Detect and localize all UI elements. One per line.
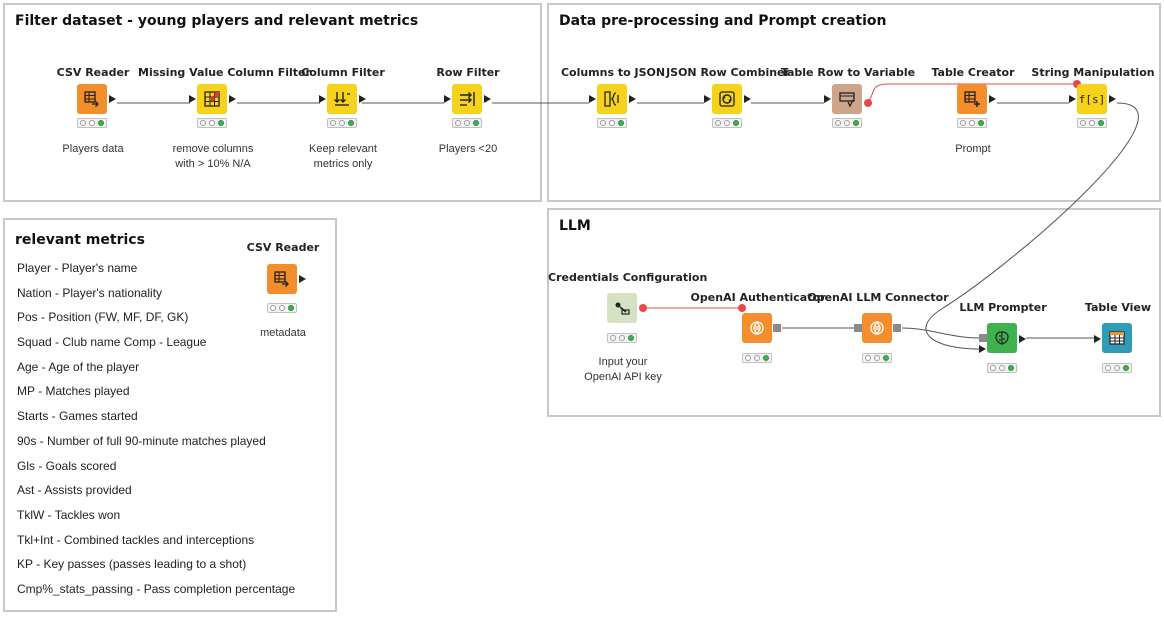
input-port[interactable] — [444, 95, 451, 103]
input-port[interactable] — [1094, 335, 1101, 343]
annotation-title: relevant metrics — [15, 232, 145, 248]
annotation-title: LLM — [559, 218, 591, 234]
node-description[interactable]: Prompt — [955, 143, 991, 155]
credentials-icon[interactable] — [607, 293, 637, 323]
table-create-icon[interactable] — [957, 84, 987, 114]
output-port[interactable] — [989, 95, 996, 103]
output-port[interactable] — [109, 95, 116, 103]
output-port[interactable] — [1109, 95, 1116, 103]
grid-filter-icon[interactable] — [197, 84, 227, 114]
metric-item: Squad - Club name Comp - League — [17, 335, 207, 350]
table-input-port[interactable] — [979, 345, 986, 353]
node-name: String Manipulation — [1031, 66, 1155, 79]
node-status — [267, 303, 297, 313]
output-port[interactable] — [773, 324, 781, 332]
node-status — [452, 118, 482, 128]
node-status — [77, 118, 107, 128]
variable-icon[interactable] — [832, 84, 862, 114]
metric-item: Tkl+Int - Combined tackles and intercept… — [17, 532, 255, 547]
input-port[interactable] — [1069, 95, 1076, 103]
variable-output-port[interactable] — [864, 99, 872, 107]
input-port[interactable] — [589, 95, 596, 103]
node-name: CSV Reader — [246, 241, 320, 254]
node-status — [327, 118, 357, 128]
metric-item: Age - Age of the player — [17, 359, 140, 374]
node-name: LLM Prompter — [959, 301, 1047, 314]
metric-item: 90s - Number of full 90-minute matches p… — [17, 433, 266, 448]
node-status — [742, 353, 772, 363]
output-port[interactable] — [893, 324, 901, 332]
node-name: OpenAI Authenticator — [690, 291, 826, 304]
input-port[interactable] — [824, 95, 831, 103]
node-name: Column Filter — [301, 66, 385, 79]
metric-item: Ast - Assists provided — [17, 483, 132, 498]
function-icon[interactable]: f[s] — [1077, 84, 1107, 114]
node-name: CSV Reader — [56, 66, 130, 79]
metric-item: Gls - Goals scored — [17, 458, 117, 473]
combine-icon[interactable] — [712, 84, 742, 114]
metric-item: Cmp%_stats_passing - Pass completion per… — [17, 581, 296, 596]
output-port[interactable] — [229, 95, 236, 103]
node-status — [957, 118, 987, 128]
node-status — [832, 118, 862, 128]
node-description[interactable]: Input your OpenAI API key — [584, 356, 662, 383]
openai-icon[interactable] — [742, 313, 772, 343]
output-port[interactable] — [299, 275, 306, 283]
output-port[interactable] — [359, 95, 366, 103]
node-status — [597, 118, 627, 128]
metric-item: KP - Key passes (passes leading to a sho… — [17, 557, 247, 572]
json-icon[interactable] — [597, 84, 627, 114]
metric-item: MP - Matches played — [17, 384, 130, 399]
input-port[interactable] — [854, 324, 862, 332]
input-port[interactable] — [189, 95, 196, 103]
brain-icon[interactable] — [987, 323, 1017, 353]
node-status — [987, 363, 1017, 373]
column-filter-icon[interactable] — [327, 84, 357, 114]
table-view-icon[interactable] — [1102, 323, 1132, 353]
node-status — [197, 118, 227, 128]
output-port[interactable] — [1019, 335, 1026, 343]
table-read-icon[interactable] — [267, 264, 297, 294]
metric-item: Starts - Games started — [17, 409, 138, 424]
node-name: Table Creator — [931, 66, 1015, 79]
metric-item: Pos - Position (FW, MF, DF, GK) — [17, 310, 189, 325]
output-port[interactable] — [484, 95, 491, 103]
node-name: Row Filter — [436, 66, 500, 79]
node-name: OpenAI LLM Connector — [807, 291, 949, 304]
openai-icon[interactable] — [862, 313, 892, 343]
node-description[interactable]: Players data — [62, 143, 124, 155]
metric-item: Player - Player's name — [17, 261, 138, 275]
variable-input-port[interactable] — [738, 304, 746, 312]
metric-item: Nation - Player's nationality — [17, 285, 163, 300]
annotation-title: Data pre-processing and Prompt creation — [559, 13, 887, 29]
input-port[interactable] — [319, 95, 326, 103]
input-port[interactable] — [704, 95, 711, 103]
output-port[interactable] — [744, 95, 751, 103]
node-name: Columns to JSON — [560, 66, 666, 79]
table-read-icon[interactable] — [77, 84, 107, 114]
node-description[interactable]: metadata — [260, 327, 306, 339]
node-status — [1077, 118, 1107, 128]
annotation-title: Filter dataset - young players and relev… — [15, 13, 419, 29]
node-status — [862, 353, 892, 363]
node-status — [1102, 363, 1132, 373]
node-name: Table Row to Variable — [780, 66, 916, 79]
node-name: Table View — [1084, 301, 1152, 314]
function-glyph: f[s] — [1078, 92, 1106, 106]
node-description[interactable]: Keep relevant metrics only — [309, 143, 377, 170]
model-input-port[interactable] — [979, 334, 987, 342]
node-name: Credentials Configuration — [548, 271, 708, 284]
row-filter-icon[interactable] — [452, 84, 482, 114]
variable-output-port[interactable] — [639, 304, 647, 312]
node-description[interactable]: Players <20 — [438, 143, 498, 155]
node-name: JSON Row Combiner — [666, 66, 790, 79]
metric-item: TklW - Tackles won — [17, 507, 121, 522]
node-status — [712, 118, 742, 128]
node-name: Missing Value Column Filter — [138, 66, 311, 79]
node-status — [607, 333, 637, 343]
node-description[interactable]: remove columns with > 10% N/A — [172, 143, 254, 170]
output-port[interactable] — [629, 95, 636, 103]
